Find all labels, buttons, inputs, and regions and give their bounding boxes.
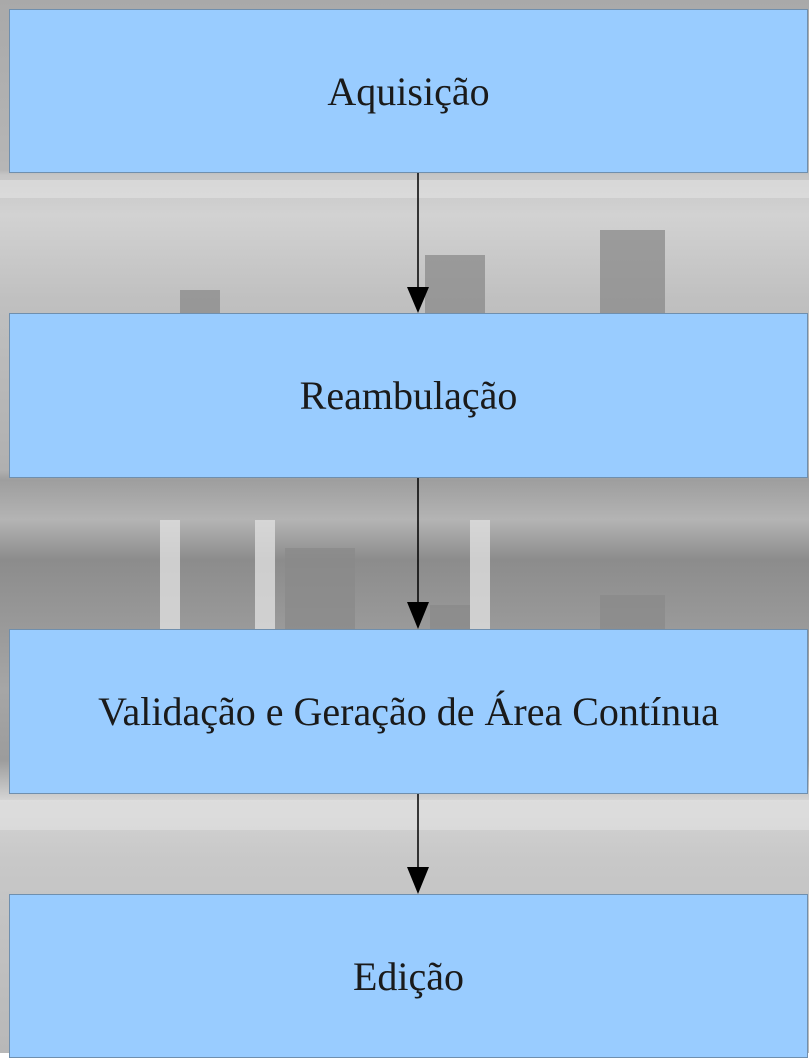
- background-window: [430, 605, 470, 630]
- step-edicao: Edição: [9, 894, 808, 1058]
- background-window: [600, 230, 665, 315]
- step-aquisicao: Aquisição: [9, 9, 808, 173]
- background-window: [180, 290, 220, 315]
- step-label: Reambulação: [299, 373, 518, 418]
- background-window: [285, 548, 355, 630]
- arrow-2-to-3: [407, 478, 429, 629]
- background-pillar: [470, 520, 490, 630]
- background-cornice: [0, 180, 809, 198]
- step-validacao-geracao-area-continua: Validação e Geração de Área Contínua: [9, 629, 808, 794]
- background-pillar: [255, 520, 275, 630]
- step-reambulacao: Reambulação: [9, 313, 808, 478]
- step-label: Validação e Geração de Área Contínua: [98, 689, 719, 734]
- arrow-3-to-4: [407, 794, 429, 894]
- background-pillar: [160, 520, 180, 630]
- background-window: [425, 255, 485, 315]
- background-window: [600, 595, 665, 630]
- arrow-1-to-2: [407, 173, 429, 313]
- background-cornice: [0, 800, 809, 830]
- step-label: Edição: [352, 953, 465, 999]
- step-label: Aquisição: [327, 68, 490, 114]
